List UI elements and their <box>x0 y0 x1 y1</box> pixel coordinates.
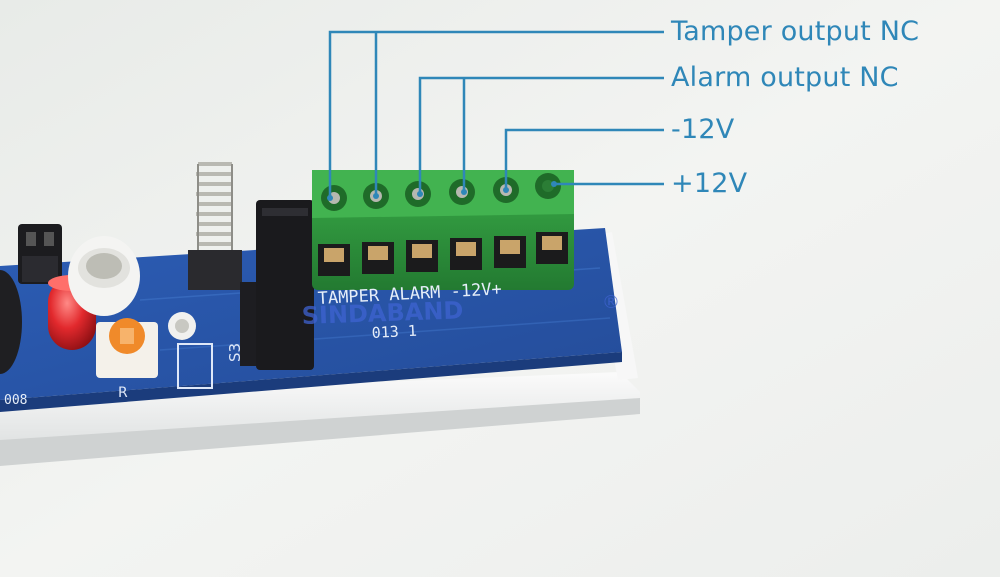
callout-dots <box>327 181 557 201</box>
tamper-spring <box>188 162 242 290</box>
tamper-callout-line <box>328 30 664 198</box>
callout-pos12v: +12V <box>671 168 748 199</box>
terminal-clamps <box>318 232 568 276</box>
brand-watermark: SINDABAND ® <box>301 292 620 330</box>
terminal-block <box>312 170 574 290</box>
alarm-callout-line <box>418 76 664 194</box>
buzzer <box>0 270 22 374</box>
label-r: R <box>118 385 128 401</box>
callout-tamper-output: Tamper output NC <box>671 16 920 47</box>
tamper-button-round <box>68 236 140 316</box>
edge-code: 008 <box>4 393 27 408</box>
registered-mark: ® <box>602 292 620 313</box>
part-code: 013 1 <box>371 322 417 342</box>
jumper-header <box>18 224 62 284</box>
ic-footprint <box>177 343 213 389</box>
neg12-callout-line <box>504 128 664 190</box>
callout-alarm-output: Alarm output NC <box>671 62 899 93</box>
relay <box>256 200 314 370</box>
callout-lines <box>328 30 664 198</box>
callout-neg12v: -12V <box>671 114 735 145</box>
trimmer-potentiometer <box>96 318 158 378</box>
watermark-text: SINDABAND <box>301 296 464 330</box>
label-s3: S3 <box>226 343 244 362</box>
